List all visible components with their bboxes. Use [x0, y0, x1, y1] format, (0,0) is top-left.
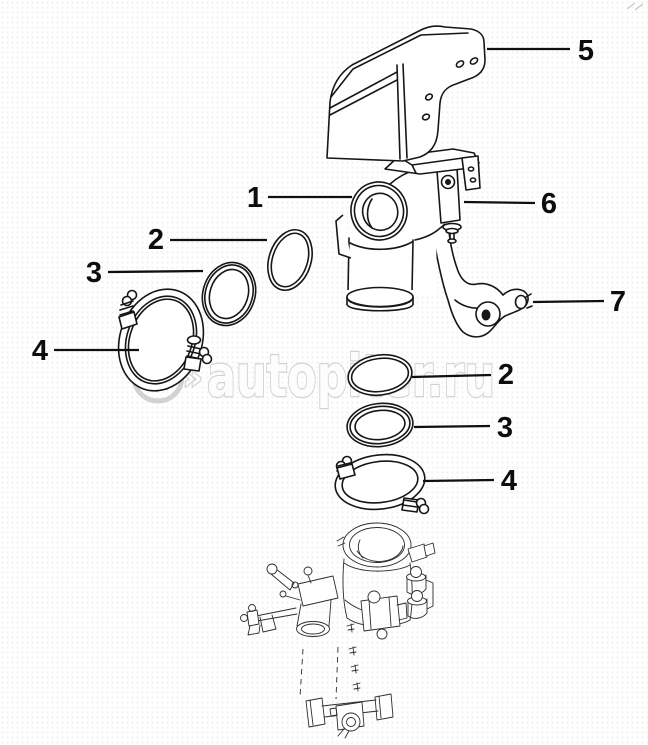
callout-5-label: 5	[578, 35, 594, 67]
callout-4-upper-label: 4	[32, 335, 48, 367]
callout-3-upper-label: 3	[86, 257, 102, 289]
callout-1: 1	[247, 182, 352, 214]
callout-5: 5	[487, 35, 594, 67]
callout-4-lower: 4	[422, 465, 517, 497]
callout-2-lower-label: 2	[498, 359, 514, 391]
callout-2-upper-label: 2	[148, 224, 164, 256]
heat-shield-part	[326, 25, 486, 162]
callout-3-upper: 3	[86, 257, 204, 289]
o-ring-lower-part	[347, 353, 413, 397]
fuel-filter-assembly	[240, 522, 436, 739]
v-band-clamp-upper-part	[117, 288, 213, 392]
callout-6-label: 6	[541, 188, 557, 220]
callout-7: 7	[532, 286, 626, 318]
callout-2-lower: 2	[411, 359, 514, 391]
elbow-pipe-part	[335, 165, 457, 312]
sealing-ring-upper-part	[201, 261, 257, 327]
callout-3-lower-label: 3	[497, 412, 513, 444]
v-band-clamp-lower-part	[334, 453, 430, 515]
callout-7-label: 7	[610, 286, 626, 318]
callout-6: 6	[463, 188, 557, 220]
corner-mark	[626, 2, 644, 11]
callout-2-upper: 2	[148, 224, 267, 256]
callout-4-lower-label: 4	[501, 465, 517, 497]
callout-3-lower: 3	[413, 412, 513, 444]
sealing-ring-lower-part	[346, 402, 414, 448]
o-ring-upper-part	[267, 229, 313, 291]
callout-1-label: 1	[247, 182, 263, 214]
support-bracket-part	[429, 219, 533, 338]
callouts: 1 2 3 4 5 6 7 2	[32, 35, 626, 497]
callout-4-upper: 4	[32, 335, 139, 367]
